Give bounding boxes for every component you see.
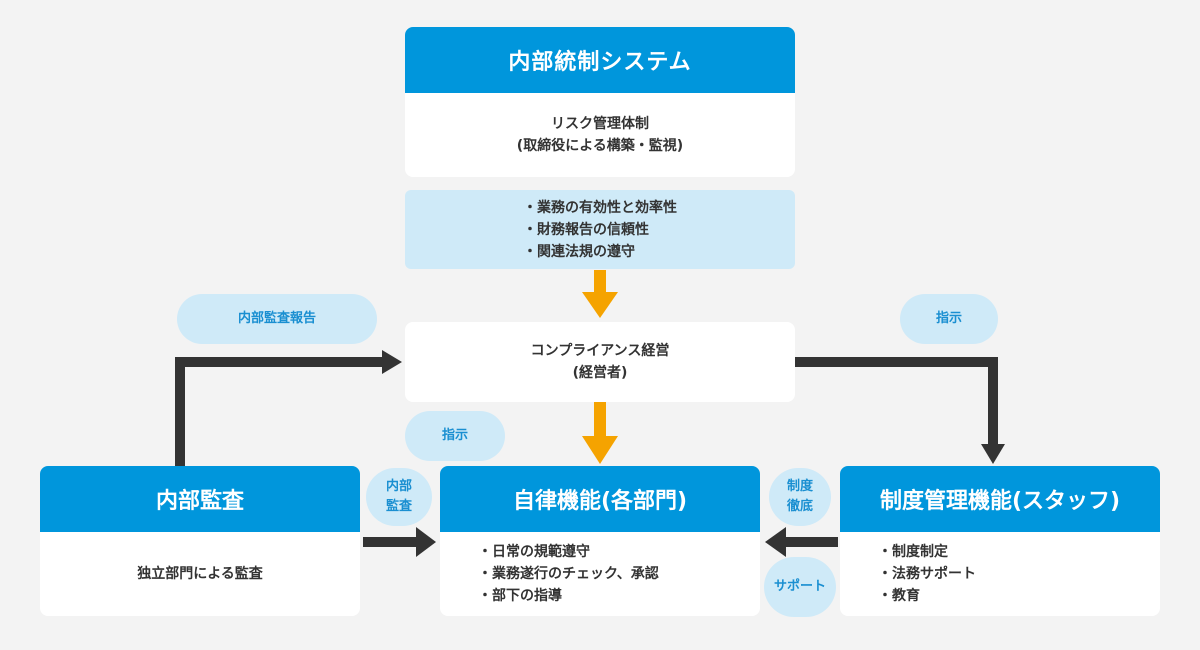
system-enforce-label: 制度 徹底 <box>769 468 831 526</box>
objective-item: 財務報告の信頼性 <box>523 219 677 241</box>
internal-control-body: リスク管理体制 (取締役による構築・監視) <box>405 93 795 177</box>
orange-arrow-top <box>582 270 618 318</box>
autonomous-function-body: 日常の規範遵守 業務遂行のチェック、承認 部下の指導 <box>440 532 760 616</box>
compliance-title: コンプライアンス経営 <box>530 343 670 359</box>
internal-audit-title: 内部監査 <box>40 466 360 532</box>
internal-audit-card: 内部監査 独立部門による監査 <box>40 466 360 616</box>
instruction-label-right: 指示 <box>900 294 998 344</box>
audit-report-label: 内部監査報告 <box>177 294 377 344</box>
system-management-item: 制度制定 <box>878 541 976 563</box>
objectives-list: 業務の有効性と効率性 財務報告の信頼性 関連法規の遵守 <box>523 197 677 263</box>
autonomous-function-list: 日常の規範遵守 業務遂行のチェック、承認 部下の指導 <box>478 541 659 607</box>
autonomous-item: 日常の規範遵守 <box>478 541 659 563</box>
autonomous-function-title: 自律機能(各部門) <box>440 466 760 532</box>
internal-audit-small-line2: 監査 <box>385 499 412 514</box>
internal-audit-body: 独立部門による監査 <box>137 566 263 582</box>
orange-arrow-bottom <box>582 402 618 464</box>
objectives-box: 業務の有効性と効率性 財務報告の信頼性 関連法規の遵守 <box>405 190 795 269</box>
system-management-item: 教育 <box>878 585 976 607</box>
audit-report-arrow <box>175 350 402 466</box>
internal-control-card: 内部統制システム リスク管理体制 (取締役による構築・監視) <box>405 27 795 177</box>
instruction-label-center: 指示 <box>405 411 505 461</box>
system-enforce-line1: 制度 <box>786 479 813 494</box>
instruction-right-arrow <box>794 357 1005 464</box>
objective-item: 関連法規の遵守 <box>523 241 677 263</box>
autonomous-function-card: 自律機能(各部門) 日常の規範遵守 業務遂行のチェック、承認 部下の指導 <box>440 466 760 616</box>
system-management-item: 法務サポート <box>878 563 976 585</box>
internal-audit-arrow <box>363 527 436 557</box>
autonomous-item: 業務遂行のチェック、承認 <box>478 563 659 585</box>
system-management-card: 制度管理機能(スタッフ) 制度制定 法務サポート 教育 <box>840 466 1160 616</box>
support-arrow <box>765 527 838 557</box>
system-management-list: 制度制定 法務サポート 教育 <box>878 541 976 607</box>
internal-audit-small-label: 内部 監査 <box>366 468 432 526</box>
risk-management-text: リスク管理体制 <box>551 116 649 132</box>
system-management-body: 制度制定 法務サポート 教育 <box>840 532 1160 616</box>
internal-control-title: 内部統制システム <box>405 27 795 93</box>
board-construction-text: (取締役による構築・監視) <box>516 138 684 154</box>
compliance-management-box: コンプライアンス経営 (経営者) <box>405 322 795 402</box>
support-label: サポート <box>764 557 836 617</box>
system-management-title: 制度管理機能(スタッフ) <box>840 466 1160 532</box>
compliance-subtitle: (経営者) <box>572 365 628 381</box>
system-enforce-line2: 徹底 <box>786 499 813 514</box>
objective-item: 業務の有効性と効率性 <box>523 197 677 219</box>
internal-audit-small-line1: 内部 <box>385 479 412 494</box>
autonomous-item: 部下の指導 <box>478 585 659 607</box>
